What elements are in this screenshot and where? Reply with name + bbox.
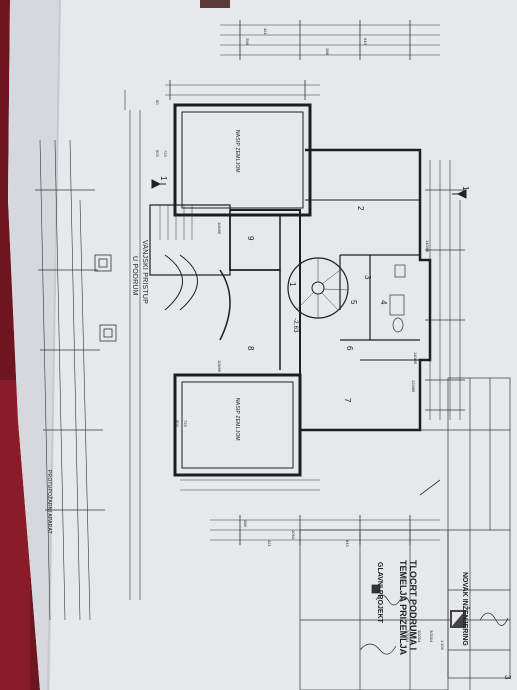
- dim-bottom-total: 723: [183, 420, 188, 427]
- scale: 1:100: [440, 640, 445, 651]
- room-number-6: 6: [345, 346, 354, 351]
- room-number-1: 1: [288, 282, 297, 287]
- dim-right-288: 288: [243, 520, 248, 527]
- door-label-1: 140/85: [425, 240, 430, 253]
- dim-top-edge: 60: [155, 100, 160, 105]
- room-number-8: 8: [246, 346, 255, 351]
- company-name: NOVAK INŽENJERING: [461, 572, 468, 646]
- dim-far-top-298: 298: [245, 38, 250, 45]
- dim-right-1064: 1064: [291, 530, 296, 539]
- fire-extinguisher-label: PROTUPOŽARNI APARAT: [46, 470, 52, 534]
- dim-right-643: 643: [345, 540, 350, 547]
- outside-access-line2: U PODRUM: [131, 256, 138, 296]
- dim-right-421: 421: [267, 540, 272, 547]
- room-label-bottom-storage: NASIP ZEMLJOM: [234, 398, 240, 441]
- date-1: 3/2004: [405, 630, 410, 643]
- room-label-top-storage: NASIP ZEMLJOM: [234, 130, 240, 173]
- dim-bottom-inner: 603: [175, 420, 180, 427]
- date-2: 3/2004: [417, 630, 422, 643]
- outside-access-line1: VANJSKI PRISTUP: [141, 240, 148, 304]
- door-label-2: 120/85: [411, 380, 416, 393]
- room-number-3: 3: [363, 275, 372, 280]
- dim-top-inner: 603: [155, 150, 160, 157]
- elevation-label: -2.63: [292, 318, 298, 333]
- door-label-3: 140/85: [413, 352, 418, 365]
- room-number-2: 2: [356, 206, 365, 211]
- project-type: GLAVNI PROJEKT: [376, 562, 383, 623]
- date-3: 3/2004: [429, 630, 434, 643]
- room-number-5: 5: [349, 300, 358, 305]
- door-label-4: 115/85: [217, 222, 222, 234]
- dim-top-total: 723: [163, 150, 168, 157]
- dim-far-top-421: 421: [263, 28, 268, 35]
- dim-far-top-643: 643: [363, 38, 368, 45]
- sheet-number: 3: [503, 675, 512, 680]
- section-mark-left: 1: [159, 176, 168, 181]
- section-mark-right: 1: [461, 186, 470, 191]
- room-number-7: 7: [343, 398, 352, 403]
- room-number-4: 4: [379, 300, 388, 305]
- door-label-5: 115/85: [217, 360, 222, 372]
- dim-far-top-288: 288: [325, 48, 330, 55]
- room-number-9: 9: [246, 236, 255, 241]
